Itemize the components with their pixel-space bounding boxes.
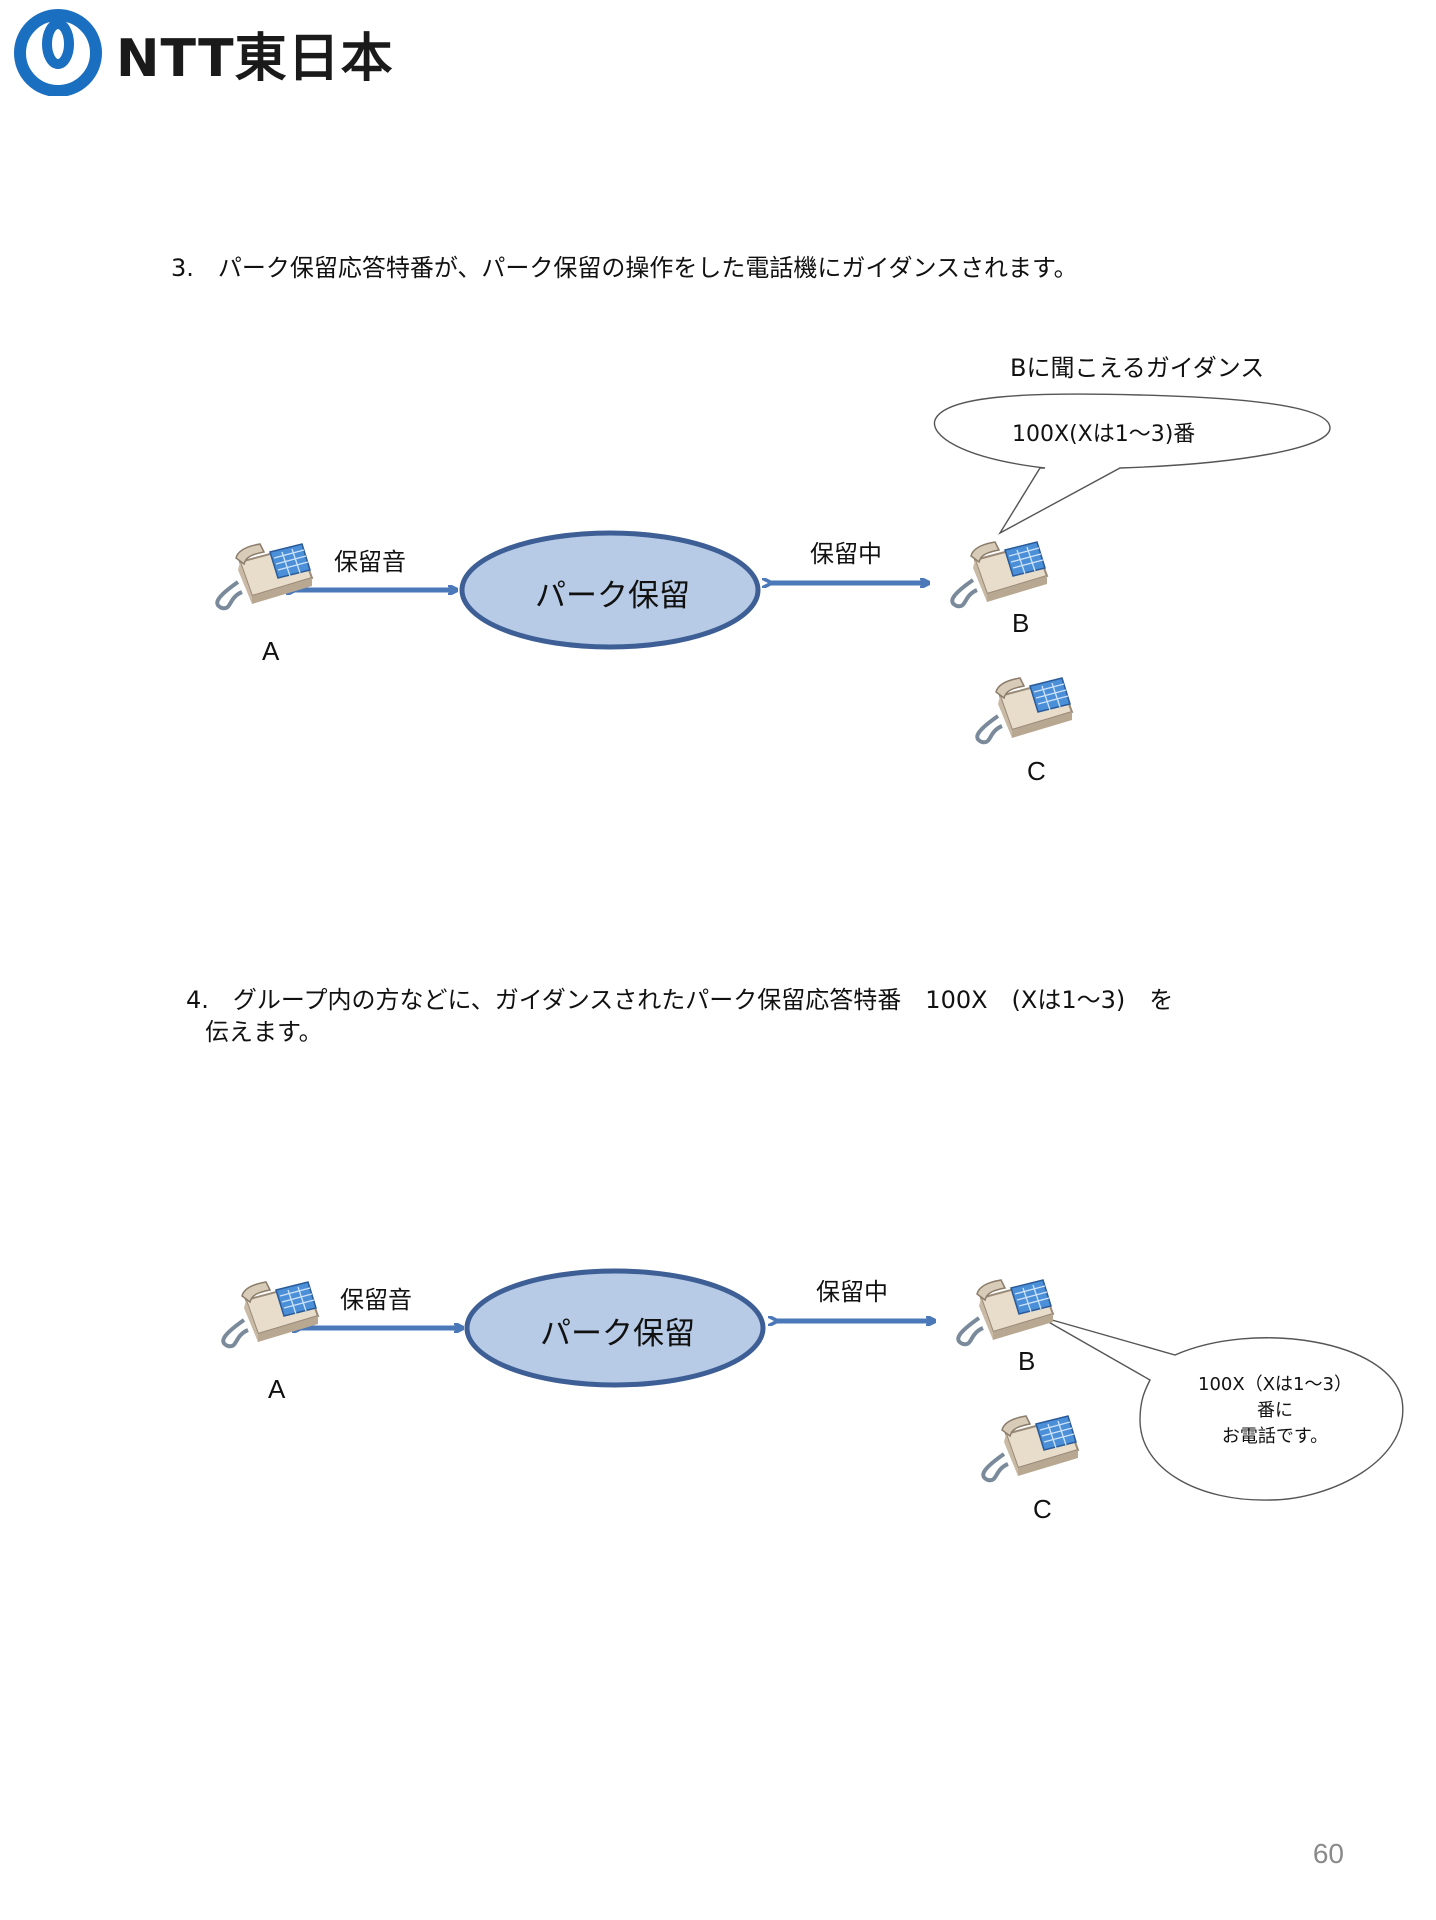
section4-diagram: パーク保留 保留音 保留中 A B C 100X（Xは1～3） 番に お電話です… — [0, 1260, 1436, 1580]
guidance-title: Bに聞こえるガイダンス — [1010, 354, 1265, 382]
section3-diagram-graphics — [215, 393, 1331, 745]
on-hold-label: 保留中 — [810, 540, 882, 568]
speech-bubble-text-2: 100X（Xは1～3） 番に お電話です。 — [1180, 1372, 1370, 1450]
phone-b-icon-2 — [956, 1278, 1055, 1347]
bubble-line-1: 100X（Xは1～3） — [1198, 1374, 1352, 1395]
section3-heading: 3. パーク保留応答特番が、パーク保留の操作をした電話機にガイダンスされます。 — [171, 254, 1078, 282]
section3-diagram: Bに聞こえるガイダンス 100X(Xは1～3)番 パーク保留 保留音 保留中 A… — [0, 340, 1436, 810]
park-hold-oval-2 — [464, 1268, 766, 1388]
park-hold-oval — [459, 530, 761, 650]
section4-heading-line1: 4. グループ内の方などに、ガイダンスされたパーク保留応答特番 100X (Xは… — [186, 986, 1174, 1014]
phone-a-icon-2 — [221, 1280, 320, 1349]
hold-tone-label-2: 保留音 — [340, 1286, 412, 1314]
speech-bubble-text: 100X(Xは1～3)番 — [1012, 422, 1196, 447]
phone-c-label: C — [1027, 756, 1046, 786]
bubble-line-2: 番に — [1257, 1400, 1293, 1421]
park-hold-oval-label-2: パーク保留 — [540, 1316, 695, 1352]
on-hold-label-2: 保留中 — [816, 1278, 888, 1306]
phone-b-label: B — [1012, 608, 1030, 638]
hold-tone-label: 保留音 — [334, 548, 406, 576]
ntt-logo: NTT東日本 — [12, 6, 412, 97]
section4-heading-line2: 伝えます。 — [205, 1018, 323, 1046]
page-number: 60 — [1312, 1838, 1344, 1869]
phone-a-label-2: A — [268, 1374, 286, 1404]
ntt-logo-mark — [14, 9, 102, 97]
phone-a-icon — [215, 542, 314, 611]
section4-diagram-graphics — [221, 1268, 1404, 1501]
phone-b-icon — [950, 540, 1049, 609]
phone-a-label: A — [262, 636, 280, 666]
speech-bubble-b-2 — [1037, 1315, 1404, 1501]
phone-b-label-2: B — [1018, 1346, 1036, 1376]
park-hold-oval-label: パーク保留 — [535, 578, 690, 614]
bubble-line-3: お電話です。 — [1221, 1426, 1329, 1447]
ntt-logo-wordmark: NTT東日本 — [116, 29, 394, 89]
phone-c-icon — [975, 676, 1074, 745]
phone-c-label-2: C — [1033, 1494, 1052, 1524]
phone-c-icon-2 — [981, 1414, 1080, 1483]
speech-bubble-b — [933, 393, 1331, 535]
